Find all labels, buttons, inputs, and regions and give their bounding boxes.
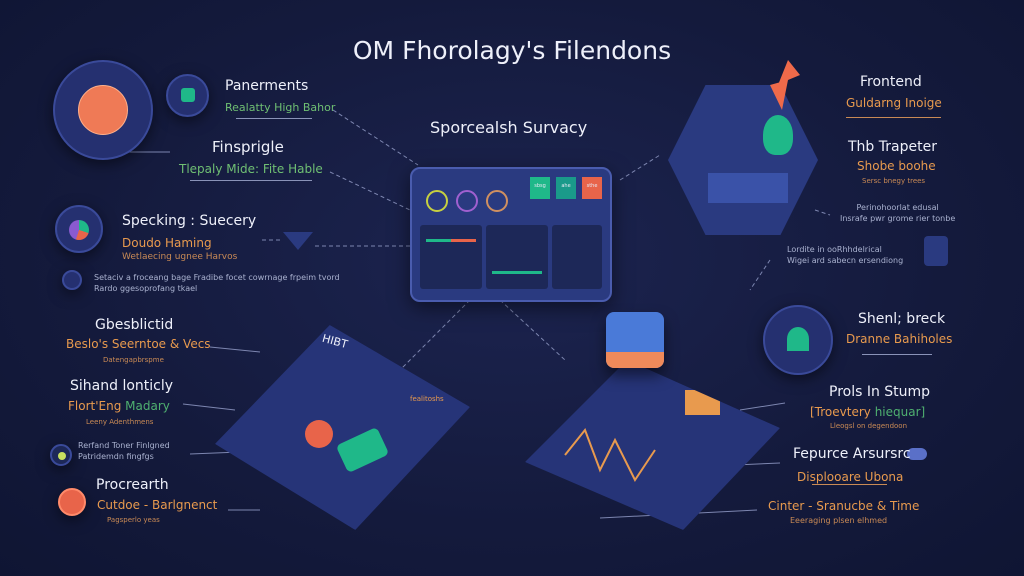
hero-circle-icon (53, 60, 153, 160)
right-sub-8: Cinter - Sranucbe & Time (768, 499, 920, 513)
left-title-6: Sihand lonticly (70, 378, 174, 394)
left-title-1: Panerments (225, 78, 309, 94)
left-title-5: Gbesblictid (95, 317, 174, 333)
right-small-6: Lleogsl on degendoon (830, 422, 908, 430)
left-title-8: Procrearth (96, 477, 169, 493)
right-title-2: Thb Trapeter (848, 139, 937, 155)
laptop-tag: fealitoshs (410, 395, 444, 403)
left-sub-6: Flort'Eng Madary (68, 399, 170, 413)
frontend-hex-graphic (668, 85, 818, 235)
right-small-2: Sersc bnegy trees (862, 177, 926, 185)
tile: ahe (556, 177, 576, 199)
left-title-3: Specking : Suecery (122, 213, 257, 229)
left-sub-1: Realatty High Bahor (225, 101, 336, 114)
right-title-1: Frontend (860, 74, 922, 90)
left-sub-3: Doudo Haming (122, 236, 212, 250)
center-label: Sporcealsh Survacy (430, 118, 588, 137)
server-icon (924, 236, 948, 266)
tile: sbsg (530, 177, 550, 199)
robot-icon (166, 74, 209, 117)
pie-chart-icon (55, 205, 103, 253)
gauge-icon (486, 190, 508, 212)
left-sub-2: Tlepaly Mide: Fite Hable (179, 162, 323, 176)
left-sub-5: Beslo's Seerntoe & Vecs (66, 337, 211, 351)
left-desc-4: Setaciv a froceang bage Fradibe focet co… (94, 273, 340, 293)
right-title-6: Prols In Stump (829, 384, 931, 400)
monitor-icon (763, 305, 833, 375)
page-title: OM Fhorolagy's Filendons (352, 36, 672, 65)
gauge-icon (456, 190, 478, 212)
right-title-7: Fepurce Arsursrc (793, 446, 911, 462)
gauge-icon (426, 190, 448, 212)
cube-icon (606, 312, 664, 368)
left-sub-8: Cutdoe - Barlgnenct (97, 498, 218, 512)
right-small-8: Eeeraging plsen elhmed (790, 516, 888, 525)
dino-icon (763, 115, 793, 155)
right-sub-1: Guldarng Inoige (846, 96, 942, 110)
left-title-2: Finsprigle (212, 138, 284, 156)
tool-icon (58, 488, 86, 516)
tile: sthe (582, 177, 602, 199)
leaf-icon (50, 444, 72, 466)
right-title-5: Shenl; breck (858, 311, 946, 327)
cloud-icon (907, 448, 927, 460)
left-small-8: Pagsperlo yeas (107, 516, 160, 524)
left-small-3: Wetlaecing ugnee Harvos (122, 252, 238, 262)
right-sub-6: [Troevtery hiequar] (810, 405, 926, 419)
right-sub-5: Dranne Bahiholes (846, 332, 953, 346)
bulb-icon (62, 270, 82, 290)
left-small-6: Leeny Adenthmens (86, 418, 154, 426)
dashboard-panel: sbsg ahe sthe (410, 167, 612, 302)
right-sub-7: Displooare Ubona (797, 470, 904, 484)
left-small-5: Datengapbrspme (103, 356, 164, 364)
right-sub-2: Shobe boohe (857, 159, 936, 173)
